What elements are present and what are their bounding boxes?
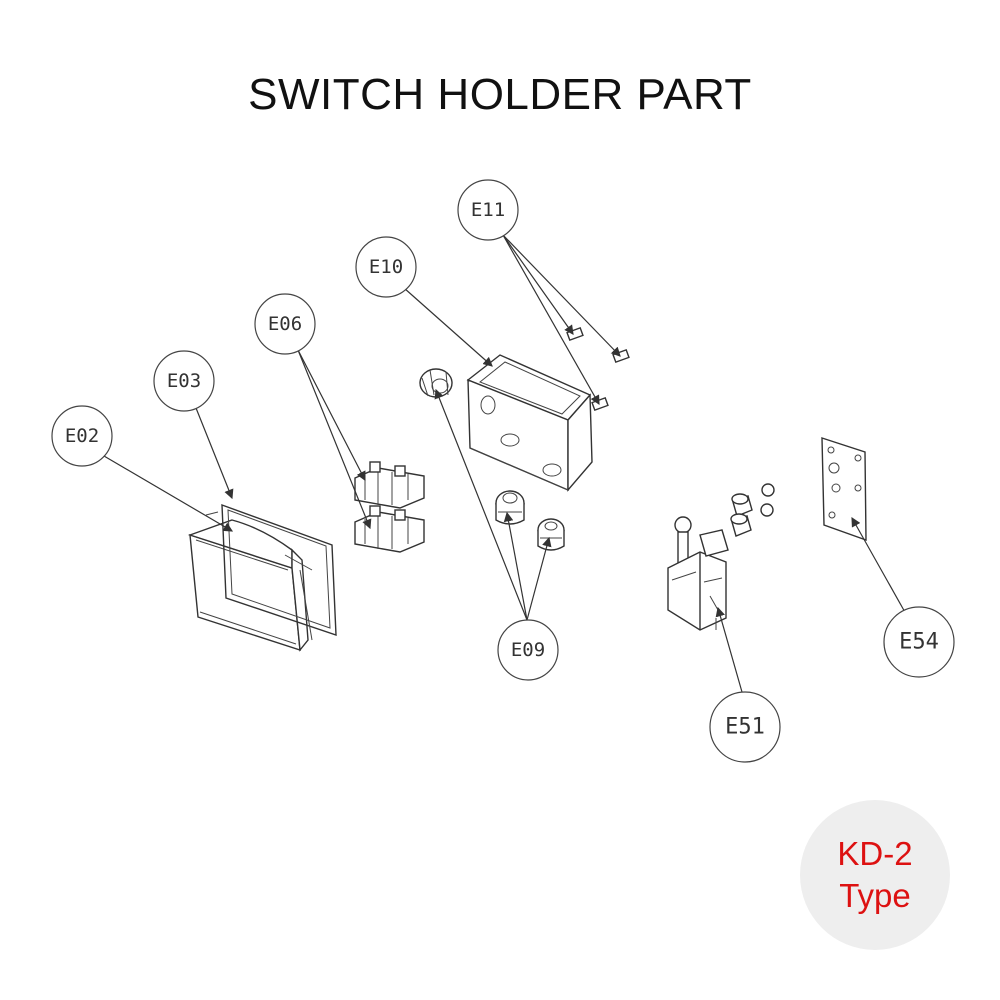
callout-e10-label: E10: [369, 256, 403, 278]
callout-e09-label: E09: [511, 639, 545, 661]
callout-e54-label: E54: [899, 630, 939, 655]
part-e02-cover: [187, 511, 313, 652]
part-e10-housing: [466, 354, 593, 492]
callout-e09: E09: [497, 619, 559, 681]
callout-e03: E03: [153, 350, 215, 412]
part-e51-limit-switch: [667, 516, 729, 631]
callout-e51-label: E51: [725, 715, 765, 740]
leader-lines: [103, 234, 907, 693]
part-e06-contact-blocks: [354, 461, 425, 553]
part-e09-cable-glands: [419, 368, 565, 551]
callout-e06-label: E06: [268, 313, 302, 335]
callout-e11-label: E11: [471, 199, 505, 221]
type-badge-model: KD-2: [837, 835, 913, 872]
callout-e51: E51: [709, 691, 781, 763]
callout-e02: E02: [51, 405, 113, 467]
callout-e06: E06: [254, 293, 316, 355]
page-title: SWITCH HOLDER PART: [248, 70, 752, 119]
callout-e11: E11: [457, 179, 519, 241]
type-badge-type: Type: [839, 877, 911, 914]
callout-e03-label: E03: [167, 370, 201, 392]
callout-e10: E10: [355, 236, 417, 298]
callout-e02-label: E02: [65, 425, 99, 447]
part-e03-gasket: [221, 503, 337, 641]
callout-e54: E54: [883, 606, 955, 678]
part-e54-mounting-plate: [821, 437, 867, 541]
type-badge: KD-2 Type: [800, 800, 950, 950]
part-e51-screws: [730, 483, 775, 537]
